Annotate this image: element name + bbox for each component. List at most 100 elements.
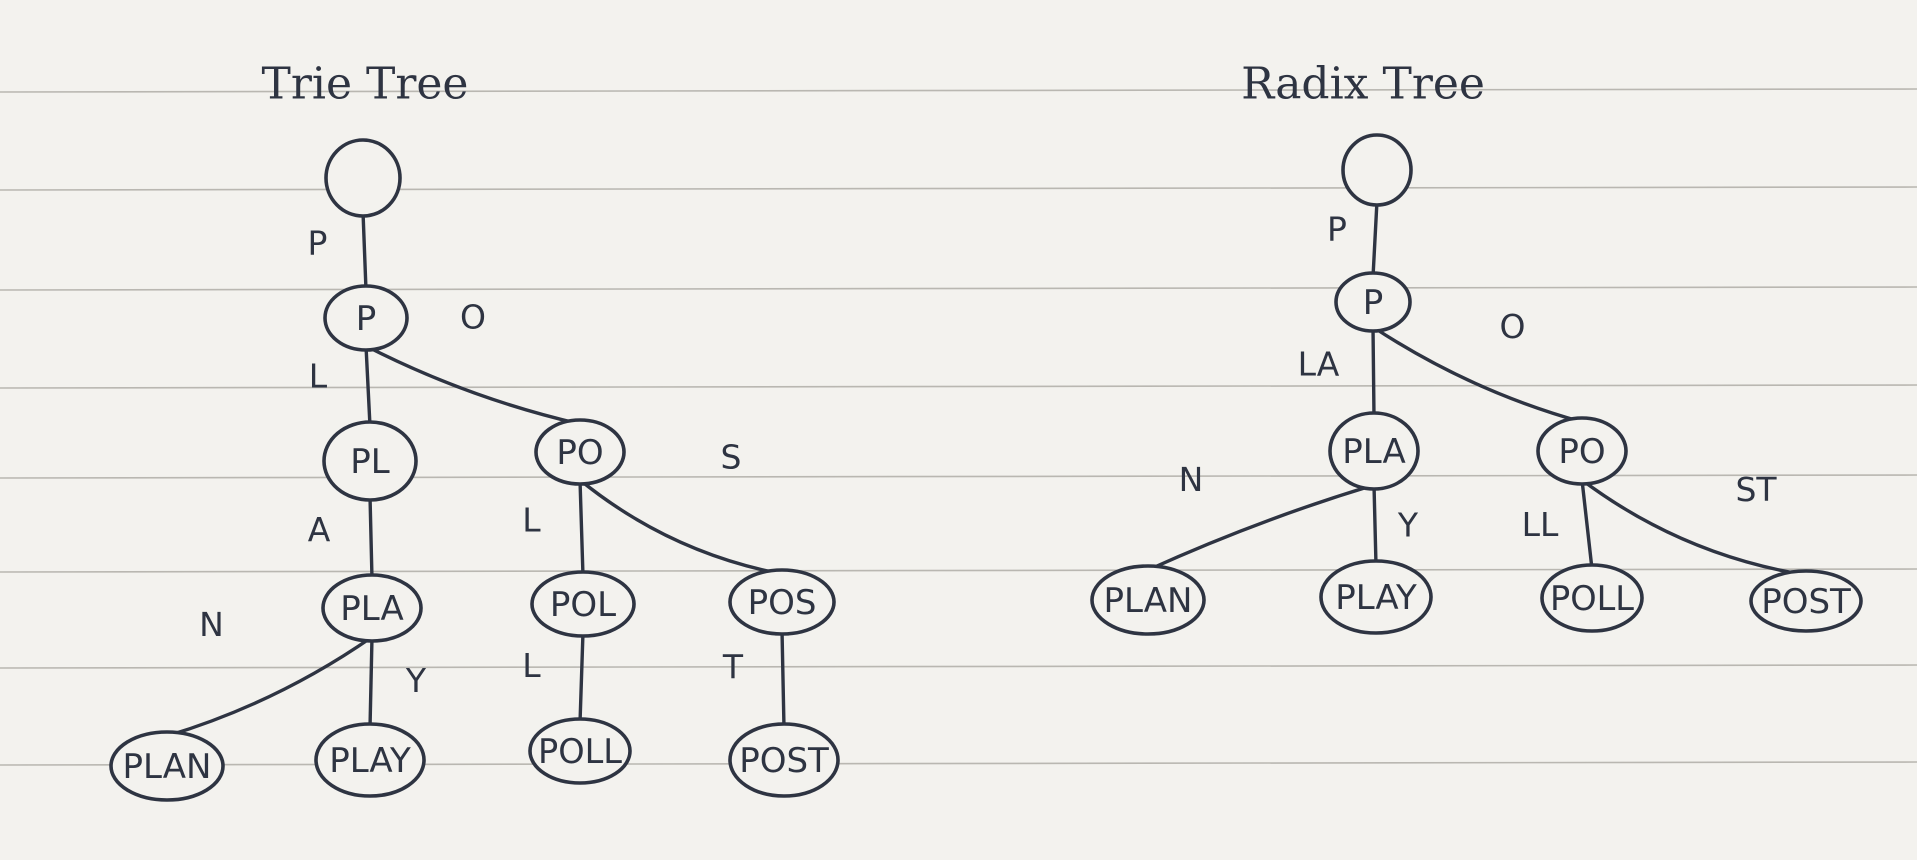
tree-node: POS	[728, 568, 836, 636]
edge-label: N	[1179, 460, 1204, 499]
node-label: P	[1363, 283, 1384, 323]
edge-label: L	[522, 646, 541, 685]
edge-label: LL	[1522, 505, 1559, 544]
edge-label: ST	[1735, 470, 1777, 509]
node-ellipse	[323, 284, 409, 352]
tree-edge: P	[308, 210, 368, 292]
node-ellipse	[528, 717, 632, 785]
edge-label: T	[722, 648, 744, 687]
node-label: PLAN	[123, 747, 212, 787]
tree-edge: LA	[1298, 325, 1376, 419]
tree-node: PLAY	[314, 722, 426, 798]
notebook-rule-lines	[0, 88, 1917, 766]
node-ellipse	[1749, 569, 1863, 633]
node-label: PO	[556, 433, 603, 473]
node-ellipse	[1334, 271, 1412, 333]
tree-node: POLL	[1540, 563, 1644, 633]
tree-node: PLA	[321, 573, 423, 643]
tree-edge: T	[722, 628, 786, 730]
node-label: PLAY	[1335, 578, 1417, 618]
edge-line	[165, 635, 374, 738]
rule-line	[0, 88, 1917, 93]
node-ellipse	[1090, 564, 1206, 636]
node-label: PLA	[1342, 432, 1405, 472]
edge-label: Y	[1397, 506, 1419, 545]
node-label: PLAY	[329, 741, 411, 781]
rule-line	[0, 664, 1917, 669]
edge-line	[578, 478, 784, 576]
edge-label: L	[309, 357, 328, 396]
rule-line	[0, 761, 1917, 766]
rule-line	[0, 384, 1917, 389]
node-ellipse	[322, 420, 418, 502]
edge-line	[1146, 483, 1376, 572]
tree-node: POL	[530, 570, 636, 638]
tree-node: PLAY	[1319, 559, 1433, 635]
node-label: POS	[748, 583, 817, 623]
edge-label: O	[460, 298, 486, 337]
node-ellipse	[109, 730, 225, 802]
node-label: P	[356, 299, 377, 339]
edge-line	[1580, 478, 1808, 577]
rule-line	[0, 186, 1917, 191]
tree-edge: S	[578, 438, 784, 576]
tree-node	[324, 138, 402, 218]
tree-node: P	[323, 284, 409, 352]
tree-edge: L	[522, 630, 585, 725]
tree-edge: O	[364, 298, 582, 426]
radix-tree-title: Radix Tree	[1241, 59, 1485, 110]
tree-edge: N	[1146, 460, 1376, 572]
edge-line	[1371, 325, 1584, 424]
node-ellipse	[728, 722, 840, 798]
edge-line	[1371, 199, 1379, 279]
tree-node: PLA	[1328, 411, 1420, 491]
node-ellipse	[314, 722, 426, 798]
edge-label: O	[1500, 307, 1526, 346]
tree-node: PO	[1536, 416, 1628, 486]
tree-edge: LL	[1522, 478, 1594, 571]
edge-label: N	[199, 605, 224, 644]
edge-label: S	[721, 438, 742, 477]
tree-edge: ST	[1580, 470, 1808, 577]
edge-line	[1580, 478, 1594, 571]
node-label: PL	[350, 442, 390, 482]
node-ellipse	[1328, 411, 1420, 491]
tree-node	[1341, 133, 1413, 207]
node-ellipse	[530, 570, 636, 638]
edge-line	[368, 635, 374, 730]
tree-edge: L	[522, 478, 585, 578]
tree-node: PL	[322, 420, 418, 502]
node-label: POST	[739, 741, 829, 781]
tree-node: P	[1334, 271, 1412, 333]
rule-line	[0, 286, 1917, 291]
edge-line	[780, 628, 786, 730]
node-ellipse	[728, 568, 836, 636]
node-ellipse	[321, 573, 423, 643]
edge-line	[1372, 483, 1378, 567]
edge-line	[1371, 325, 1376, 419]
edge-label: P	[308, 224, 328, 263]
node-label: PLAN	[1104, 581, 1193, 621]
edge-line	[578, 630, 585, 725]
edge-line	[364, 344, 372, 428]
tree-node: POLL	[528, 717, 632, 785]
edge-label: LA	[1298, 345, 1340, 384]
node-ellipse	[1341, 133, 1413, 207]
edge-label: Y	[405, 661, 427, 700]
node-ellipse	[324, 138, 402, 218]
edge-line	[364, 344, 582, 426]
node-label: POLL	[1550, 579, 1634, 619]
node-label: PO	[1558, 432, 1605, 472]
node-ellipse	[534, 418, 626, 486]
edge-label: P	[1327, 210, 1347, 249]
node-label: POST	[1761, 582, 1851, 622]
node-ellipse	[1319, 559, 1433, 635]
tree-edge: O	[1371, 307, 1584, 424]
tree-edge: P	[1327, 199, 1379, 279]
tree-node: POST	[1749, 569, 1863, 633]
tree-node: POST	[728, 722, 840, 798]
